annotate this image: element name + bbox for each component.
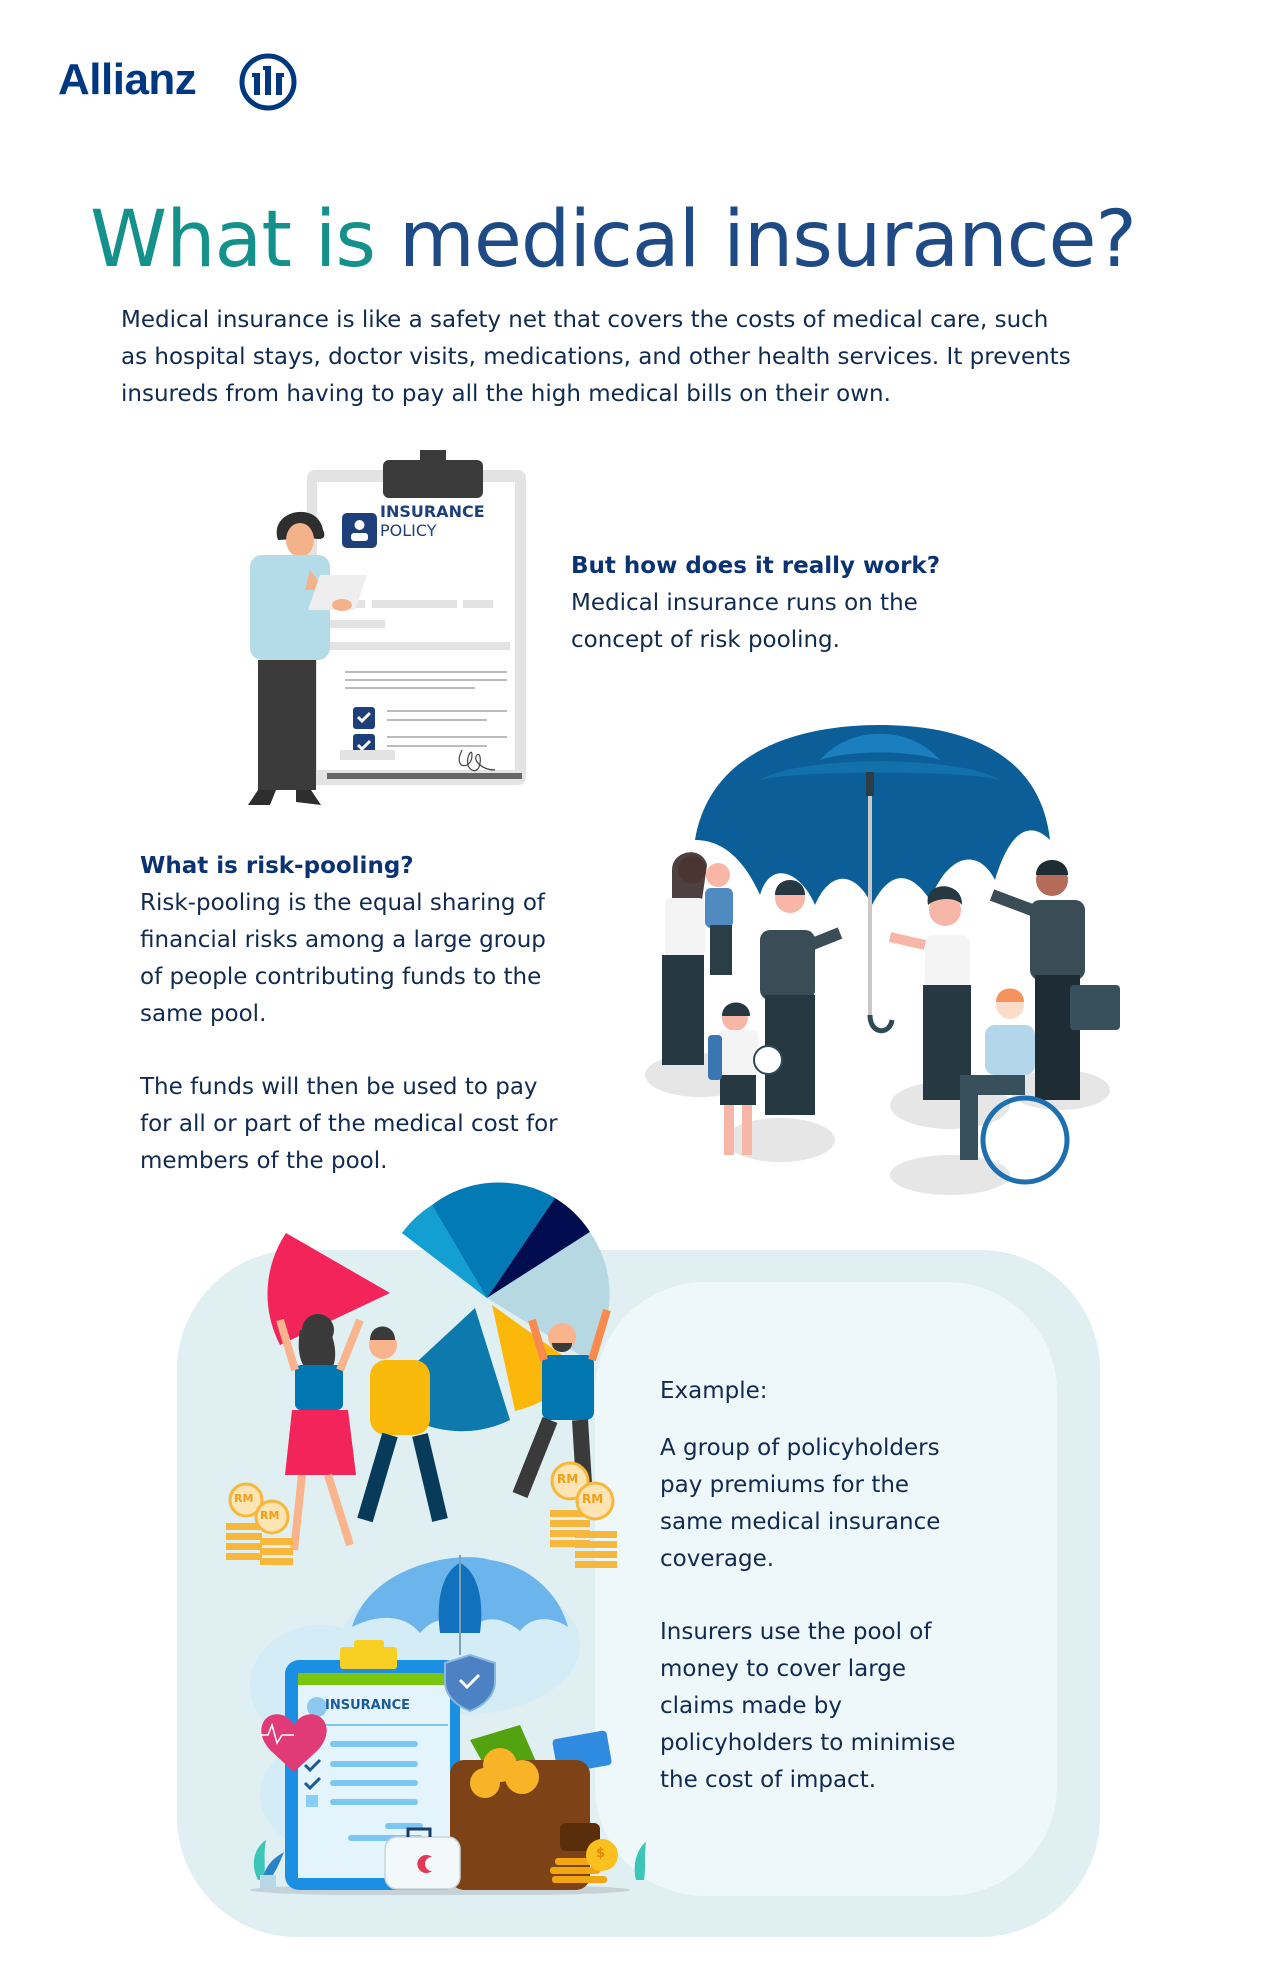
how-it-works-heading: But how does it really work? [571,553,941,579]
risk-pooling-line: Risk-pooling is the equal sharing of [140,890,546,916]
allianz-logo-icon [239,53,297,111]
rm-coin-label: RM [234,1492,254,1505]
example-line: money to cover large [660,1656,907,1682]
risk-pooling-line: The funds will then be used to pay [140,1074,538,1100]
dollar-coin-label: $ [596,1846,606,1861]
rm-coin-label: RM [260,1509,280,1522]
umbrella-group-illustration [640,720,1120,1200]
example-line: coverage. [660,1546,775,1572]
policy-title-bold: INSURANCE [380,502,485,521]
policy-title-regular: POLICY [380,521,437,540]
intro-line: as hospital stays, doctor visits, medica… [121,344,1071,370]
policy-clipboard-title: INSURANCE POLICY [380,502,485,540]
example-section: Example: A group of policyholders pay pr… [660,1373,1060,1799]
intro-paragraph: Medical insurance is like a safety net t… [121,302,1201,413]
title-part-medical-insurance: medical insurance? [398,195,1137,285]
risk-pooling-line: members of the pool. [140,1148,388,1174]
insurance-policy-illustration [230,445,540,825]
example-line: same medical insurance [660,1509,941,1535]
risk-pool-pie-illustration: RM RM RM RM [170,1175,620,1575]
risk-pooling-line: same pool. [140,1001,267,1027]
example-line: the cost of impact. [660,1767,877,1793]
insurance-clipboard-label: INSURANCE [325,1698,411,1713]
risk-pooling-line: for all or part of the medical cost for [140,1111,558,1137]
risk-pooling-line: of people contributing funds to the [140,964,542,990]
risk-pooling-line: financial risks among a large group [140,927,546,953]
page-title: What is medical insurance? [90,192,1137,288]
example-line: claims made by [660,1693,842,1719]
risk-pooling-section: What is risk-pooling? Risk-pooling is th… [140,848,640,1180]
example-label: Example: [660,1378,768,1404]
example-line: Insurers use the pool of [660,1619,932,1645]
example-panel-inner [595,1282,1057,1896]
intro-line: insureds from having to pay all the high… [121,381,891,407]
example-line: policyholders to minimise [660,1730,956,1756]
how-it-works-line: concept of risk pooling. [571,627,840,653]
rm-coin-stack-right [550,1461,617,1568]
rm-coin-label: RM [582,1492,604,1506]
risk-pooling-heading: What is risk-pooling? [140,853,414,879]
example-line: pay premiums for the [660,1472,910,1498]
how-it-works-section: But how does it really work? Medical ins… [571,548,991,659]
rm-coin-label: RM [557,1472,579,1486]
how-it-works-line: Medical insurance runs on the [571,590,918,616]
title-part-what-is: What is [90,195,399,285]
example-line: A group of policyholders [660,1435,940,1461]
allianz-logo-text: Allianz [58,55,197,104]
intro-line: Medical insurance is like a safety net t… [121,307,1049,333]
insurance-wallet-illustration: INSURANCE $ [230,1555,650,1895]
rm-coin-stack-left [226,1482,293,1565]
